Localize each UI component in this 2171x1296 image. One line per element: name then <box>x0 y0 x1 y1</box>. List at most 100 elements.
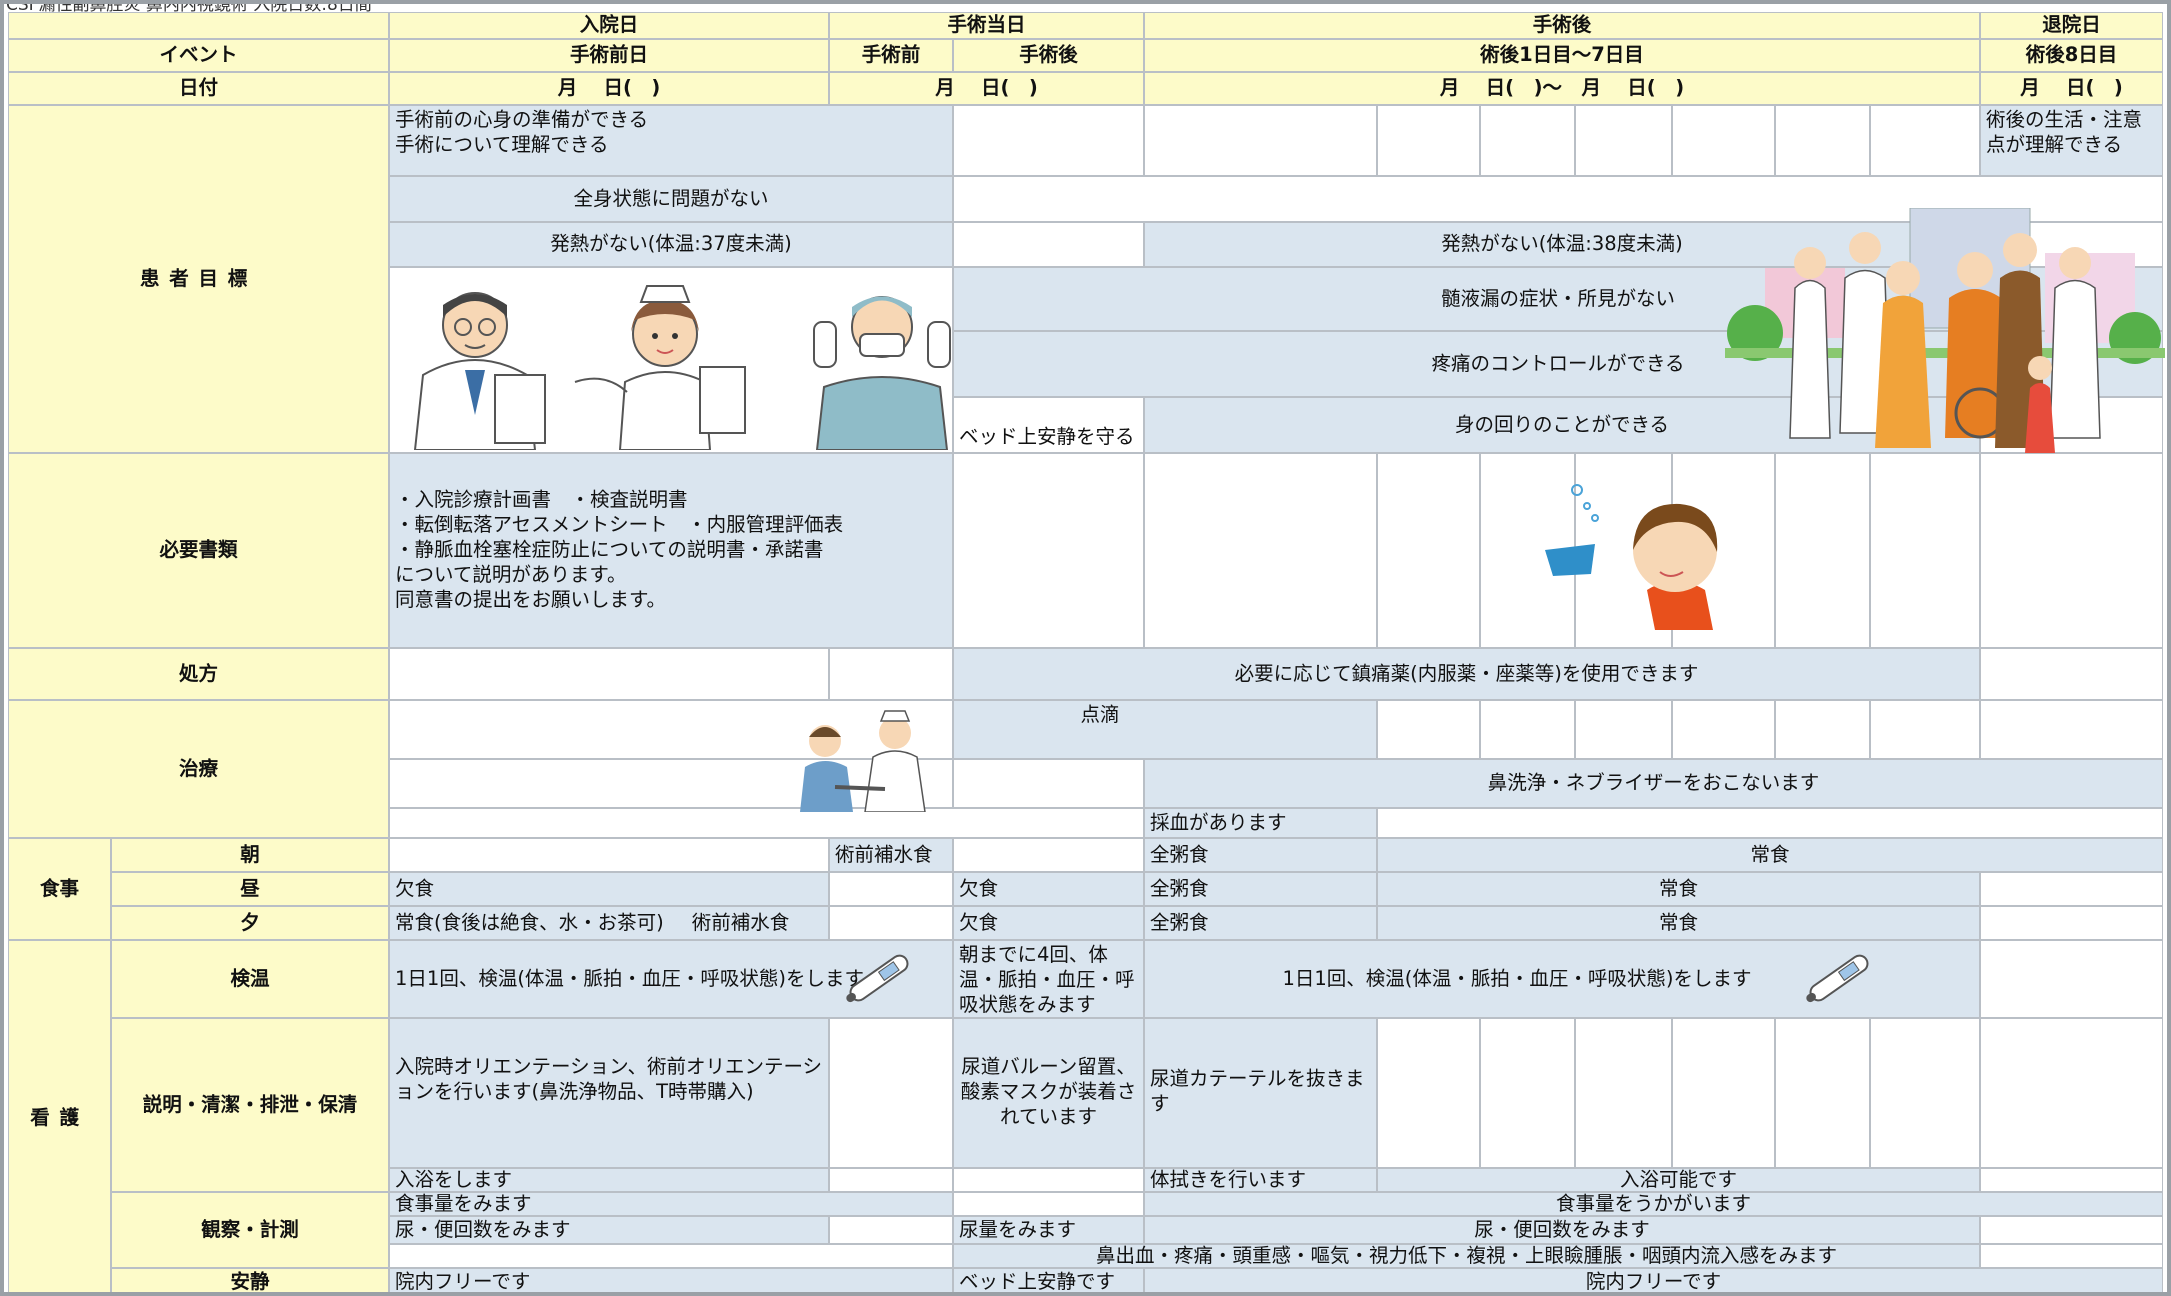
vitals-daily-post-text: 1日1回、検温(体温・脈拍・血圧・呼吸状態)をします <box>1282 966 1752 990</box>
event-day8: 術後8日目 <box>1980 39 2163 72</box>
explain-label: 説明・清潔・排泄・保清 <box>111 1018 389 1192</box>
catheter-remove: 尿道カテーテルを抜きます <box>1144 1018 1377 1168</box>
blank-cell <box>829 872 953 906</box>
meal-check: 食事量をうかがいます <box>1144 1192 2163 1216</box>
blank-cell <box>1480 700 1575 759</box>
row-event: イベント <box>8 39 389 72</box>
blank-cell <box>1480 105 1575 176</box>
blank-cell <box>1377 808 2163 838</box>
meals-label: 食事 <box>8 838 111 940</box>
goals-label: 患者目標 <box>8 105 389 453</box>
treatment-label: 治療 <box>8 700 389 838</box>
goal-bed-rest: ベッド上安静を守る <box>953 397 1144 453</box>
orientation-text: 入院時オリエンテーション、術前オリエンテーションを行います(鼻洗浄物品、T時帯購… <box>389 1018 829 1168</box>
blank-cell <box>953 453 1144 648</box>
documents-text: ・入院診療計画書 ・検査説明書 ・転倒転落アセスメントシート ・内服管理評価表 … <box>389 453 953 648</box>
meal-lunch-none-2: 欠食 <box>953 872 1144 906</box>
child-drinking-illustration <box>1545 484 1718 630</box>
meal-lunch-none: 欠食 <box>389 872 829 906</box>
rest-free-pre: 院内フリーです <box>389 1268 953 1296</box>
meal-breakfast-label: 朝 <box>111 838 389 872</box>
blank-cell <box>1980 906 2163 940</box>
blank-cell <box>1377 700 1480 759</box>
vitals-label: 検温 <box>111 940 389 1018</box>
blank-cell <box>1870 453 1980 648</box>
meal-dinner-label: 夕 <box>111 906 389 940</box>
blank-cell <box>389 808 1144 838</box>
meal-lunch-regular: 常食 <box>1377 872 1980 906</box>
goal-fever-post: 発熱がない(体温:38度未満) <box>1144 222 1980 267</box>
bath-text: 入浴をします <box>389 1168 829 1192</box>
blank-cell <box>1980 453 2163 648</box>
blank-cell <box>389 838 829 872</box>
catheter-text: 尿道バルーン留置、酸素マスクが装着されています <box>953 1018 1144 1168</box>
blank-cell <box>1672 1018 1775 1168</box>
event-post-op: 手術後 <box>953 39 1144 72</box>
meal-dinner-porridge: 全粥食 <box>1144 906 1377 940</box>
blank-cell <box>1575 105 1672 176</box>
col-discharge: 退院日 <box>1980 12 2163 39</box>
blank-cell <box>953 1192 1144 1216</box>
meal-bf-regular: 常食 <box>1377 838 2163 872</box>
surgeon-illustration <box>813 296 951 450</box>
meal-lunch-porridge: 全粥食 <box>1144 872 1377 906</box>
blank-cell <box>1480 1018 1575 1168</box>
goal-discharge-understand: 術後の生活・注意点が理解できる <box>1980 105 2163 176</box>
blank-cell <box>1144 453 1377 648</box>
blank-cell <box>1980 940 2163 1018</box>
vitals-surgery: 朝までに4回、体温・脈拍・血圧・呼吸状態をみます <box>953 940 1144 1018</box>
blank-cell <box>1980 648 2163 700</box>
thermometer-icon <box>846 954 909 1003</box>
blank-cell <box>953 838 1144 872</box>
rest-label: 安静 <box>111 1268 389 1296</box>
blank-cell <box>1870 105 1980 176</box>
event-pre-op-day: 手術前日 <box>389 39 829 72</box>
thermometer-icon <box>1806 954 1869 1003</box>
symptoms-text: 鼻出血・疼痛・頭重感・嘔気・視力低下・複視・上眼瞼腫脹・咽頭内流入感をみます <box>953 1244 1980 1268</box>
blank-cell <box>1377 453 1480 648</box>
blank-cell <box>389 759 953 808</box>
meal-dinner-regular-before: 常食(食後は絶食、水・お茶可) <box>395 910 664 934</box>
wipe-text: 体拭きを行います <box>1144 1168 1377 1192</box>
blank-cell <box>1980 1216 2163 1244</box>
blank-cell <box>1775 105 1870 176</box>
meal-dinner-regular: 常食 <box>1377 906 1980 940</box>
observe-label: 観察・計測 <box>111 1192 389 1268</box>
urine-stool-post: 尿・便回数をみます <box>1144 1216 1980 1244</box>
blank-cell <box>1672 105 1775 176</box>
blank-cell <box>1672 700 1775 759</box>
blank-cell <box>953 105 1144 176</box>
treatment-nasal: 鼻洗浄・ネブライザーをおこないます <box>1144 759 2163 808</box>
blank-cell <box>829 1018 953 1168</box>
prescription-text: 必要に応じて鎮痛薬(内服薬・座薬等)を使用できます <box>953 648 1980 700</box>
goal-general-ok: 全身状態に問題がない <box>389 176 953 222</box>
blank-cell <box>1870 700 1980 759</box>
col-surgery-day: 手術当日 <box>829 12 1144 39</box>
nurse-patient-illustration <box>800 710 926 812</box>
blank-cell <box>1775 1018 1870 1168</box>
blank-cell <box>953 1168 1144 1192</box>
rest-free-post: 院内フリーです <box>1144 1268 2163 1296</box>
header-blank <box>8 12 389 39</box>
blank-cell <box>953 222 1144 267</box>
family-illustration <box>1725 208 2165 453</box>
date-admission: 月 日( ) <box>389 72 829 105</box>
rest-bed: ベッド上安静です <box>953 1268 1144 1296</box>
blank-cell <box>1980 700 2163 759</box>
blank-cell <box>389 1244 953 1268</box>
date-post-range: 月 日( )〜 月 日( ) <box>1144 72 1980 105</box>
blank-cell <box>1775 700 1870 759</box>
goal-preop-ready: 手術前の心身の準備ができる 手術について理解できる <box>389 105 953 176</box>
documents-label: 必要書類 <box>8 453 389 648</box>
goal-fever-pre: 発熱がない(体温:37度未満) <box>389 222 953 267</box>
blank-cell <box>1980 1168 2163 1192</box>
blank-cell <box>389 648 829 700</box>
blank-cell <box>953 759 1144 808</box>
col-admission: 入院日 <box>389 12 829 39</box>
event-pre-op: 手術前 <box>829 39 953 72</box>
meal-lunch-label: 昼 <box>111 872 389 906</box>
meal-dinner-pre: 常食(食後は絶食、水・お茶可)術前補水食 <box>389 906 829 940</box>
blank-cell <box>1870 1018 1980 1168</box>
blank-cell <box>389 700 953 759</box>
